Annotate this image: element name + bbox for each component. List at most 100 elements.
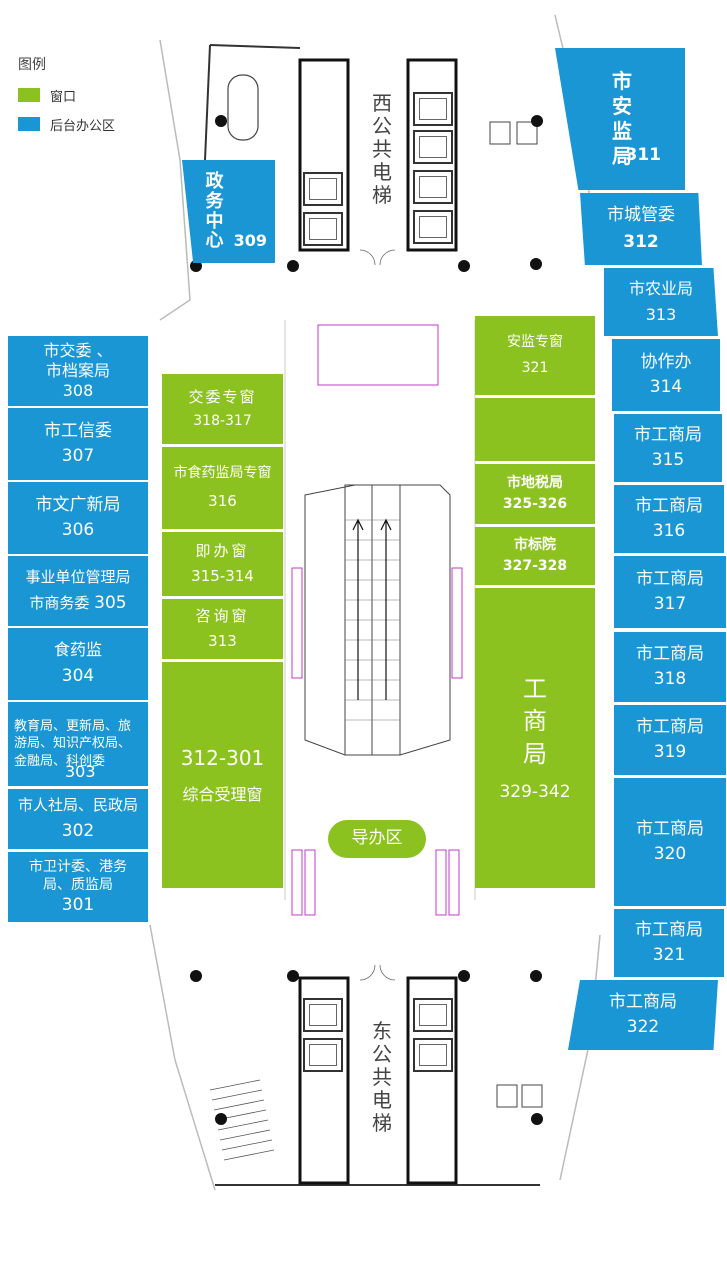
office-320[interactable]: 市工商局 320 xyxy=(614,778,726,906)
office-305[interactable]: 事业单位管理局 市商务委 305 xyxy=(8,556,148,626)
window-318-317[interactable]: 交委专窗 318-317 xyxy=(162,374,283,444)
legend-label-window: 窗口 xyxy=(50,90,77,105)
office-312[interactable]: 市城管委 312 xyxy=(580,193,702,265)
office-label: 市工信委 xyxy=(44,420,112,441)
window-number: 318-317 xyxy=(193,412,252,429)
column-dot xyxy=(287,970,299,982)
window-325-326[interactable]: 市地税局 325-326 xyxy=(475,464,595,524)
column-dot xyxy=(190,260,202,272)
office-label: 市工商局 xyxy=(636,568,704,589)
office-319[interactable]: 市工商局 319 xyxy=(614,705,726,775)
office-label: 市农业局 xyxy=(628,279,693,298)
window-315-314[interactable]: 即办窗 315-314 xyxy=(162,532,283,596)
office-number: 303 xyxy=(65,762,96,781)
office-311[interactable]: 市安监局 311 xyxy=(555,48,685,190)
column-dot xyxy=(530,970,542,982)
window-label: 市食药监局专窗 xyxy=(173,464,272,481)
office-number: 302 xyxy=(61,820,95,841)
office-304[interactable]: 食药监 304 xyxy=(8,628,148,700)
column-dot xyxy=(530,258,542,270)
office-number: 311 xyxy=(625,144,662,165)
column-dot xyxy=(215,115,227,127)
office-number: 312 xyxy=(623,232,659,252)
window-number: 327-328 xyxy=(502,558,568,574)
legend-title: 图例 xyxy=(18,57,46,73)
column-dot xyxy=(215,1113,227,1125)
office-number: 308 xyxy=(62,381,94,400)
office-321[interactable]: 市工商局 321 xyxy=(614,909,724,977)
office-label: 事业单位管理局 xyxy=(25,568,131,586)
office-label: 市工商局 xyxy=(609,991,677,1012)
window-number: 329-342 xyxy=(499,781,571,802)
window-313[interactable]: 咨询窗 313 xyxy=(162,599,283,659)
office-label-2-text: 市商务委 xyxy=(29,593,90,612)
window-321[interactable]: 安监专窗 321 xyxy=(475,316,595,395)
window-blank[interactable] xyxy=(475,398,595,461)
legend-swatch-window xyxy=(18,88,40,102)
west-elevator-label: 西公共电梯 xyxy=(372,91,392,207)
office-label: 市卫计委、港务局、质监局 xyxy=(29,859,127,894)
window-label: 工商局 xyxy=(523,674,547,768)
office-number: 322 xyxy=(626,1017,660,1037)
window-number: 316 xyxy=(208,492,237,511)
office-number: 313 xyxy=(645,305,677,324)
column-dot xyxy=(458,970,470,982)
window-label: 市地税局 xyxy=(507,474,563,491)
office-number: 301 xyxy=(61,894,95,915)
office-314[interactable]: 协作办 314 xyxy=(612,339,720,411)
window-label: 综合受理窗 xyxy=(182,784,263,804)
legend-label-backoffice: 后台办公区 xyxy=(50,119,116,134)
office-302[interactable]: 市人社局、民政局 302 xyxy=(8,789,148,849)
office-label-2: 市商务委 305 xyxy=(29,593,126,614)
office-label: 市人社局、民政局 xyxy=(17,796,138,814)
elevator-car xyxy=(303,212,343,246)
office-308[interactable]: 市交委 、 市档案局 308 xyxy=(8,336,148,406)
column-dot xyxy=(531,1113,543,1125)
office-number: 318 xyxy=(653,669,687,689)
gov-center-name: 政务中心 xyxy=(205,170,224,252)
office-number: 315 xyxy=(651,450,685,470)
window-312-301[interactable]: 312-301 综合受理窗 xyxy=(162,662,283,888)
office-number: 306 xyxy=(61,520,95,540)
gov-center-309[interactable]: 政务中心 309 xyxy=(182,160,275,263)
office-number: 319 xyxy=(653,742,687,762)
guide-area-button[interactable]: 导办区 xyxy=(328,820,426,858)
elevator-car xyxy=(303,172,343,206)
elevator-car xyxy=(413,130,453,164)
office-label: 市交委 、 xyxy=(43,341,113,360)
window-number: 312-301 xyxy=(180,745,265,770)
office-label: 市工商局 xyxy=(635,919,703,940)
window-number: 321 xyxy=(521,359,549,376)
office-303[interactable]: 教育局、更新局、旅游局、知识产权局、金融局、科创委 303 xyxy=(8,702,148,786)
office-label: 市安监局 xyxy=(612,69,632,168)
window-label: 安监专窗 xyxy=(507,334,563,350)
office-number: 304 xyxy=(61,666,95,687)
window-329-342[interactable]: 工商局 329-342 xyxy=(475,588,595,888)
window-label: 交委专窗 xyxy=(188,387,257,406)
office-label: 市工商局 xyxy=(636,818,704,839)
column-dot xyxy=(190,970,202,982)
office-307[interactable]: 市工信委 307 xyxy=(8,408,148,480)
office-316[interactable]: 市工商局 316 xyxy=(614,485,724,553)
window-316[interactable]: 市食药监局专窗 316 xyxy=(162,447,283,529)
office-number: 316 xyxy=(652,521,686,541)
office-315[interactable]: 市工商局 315 xyxy=(614,414,722,482)
window-number: 325-326 xyxy=(502,496,568,512)
office-number: 320 xyxy=(653,844,687,864)
window-327-328[interactable]: 市标院 327-328 xyxy=(475,527,595,585)
office-317[interactable]: 市工商局 317 xyxy=(614,556,726,628)
office-313[interactable]: 市农业局 313 xyxy=(604,268,718,336)
office-label: 市文广新局 xyxy=(35,494,121,515)
office-318[interactable]: 市工商局 318 xyxy=(614,632,726,702)
office-label: 市工商局 xyxy=(634,424,702,445)
elevator-car xyxy=(303,1038,343,1072)
elevator-car xyxy=(413,210,453,244)
legend-swatch-backoffice xyxy=(18,117,40,131)
office-301[interactable]: 市卫计委、港务局、质监局 301 xyxy=(8,852,148,922)
east-elevator-label: 东公共电梯 xyxy=(372,1019,392,1135)
office-306[interactable]: 市文广新局 306 xyxy=(8,482,148,554)
column-dot xyxy=(287,260,299,272)
elevator-car xyxy=(413,170,453,204)
office-322[interactable]: 市工商局 322 xyxy=(568,980,718,1050)
office-label: 市工商局 xyxy=(636,643,704,664)
